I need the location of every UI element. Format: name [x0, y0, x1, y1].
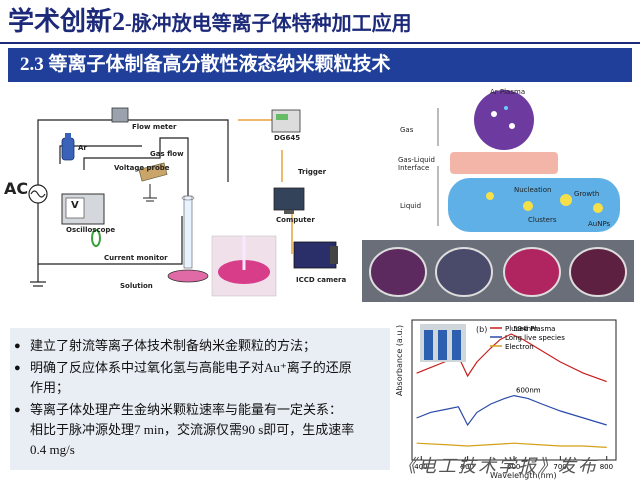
bullet-icon: ● — [14, 404, 21, 416]
x-tick-label: 500 — [461, 463, 474, 471]
panel-label: (b) — [476, 325, 487, 334]
peak-annotation: 600nm — [516, 387, 541, 395]
trigger-label: Trigger — [298, 168, 327, 176]
vial-icon — [452, 330, 461, 360]
legend-entry: Electron — [505, 343, 534, 351]
current-monitor-label: Current monitor — [104, 254, 168, 262]
bullet-icon: ● — [14, 362, 21, 374]
ar-plasma-label: Ar Plasma — [490, 88, 526, 96]
v-label: V — [71, 200, 79, 211]
bullet-text: 等离子体处理产生金纳米颗粒速率与能量有一定关系： — [30, 402, 343, 417]
ac-label: AC — [4, 179, 29, 198]
bullet-text: 作用； — [30, 380, 70, 395]
absorbance-chart: Absorbance (a.u.) Wavelength(nm) (b) 400… — [392, 312, 640, 480]
title-main: 学术创新2 — [8, 7, 126, 36]
bullet-icon: ● — [14, 340, 21, 352]
x-tick-label: 800 — [600, 463, 613, 471]
vial-icon — [424, 330, 433, 360]
computer-label: Computer — [276, 216, 315, 224]
flow-meter-label: Flow meter — [132, 123, 177, 131]
bullet-text: 0.4 mg/s — [30, 442, 75, 457]
solution-label: Solution — [120, 282, 153, 290]
x-tick-label: 700 — [553, 463, 566, 471]
peak-annotation: 594nm — [513, 325, 538, 333]
dg645-label: DG645 — [274, 134, 301, 142]
series-line-1 — [416, 394, 607, 427]
section-banner: 2.3 等离子体制备高分散性液态纳米颗粒技术 — [8, 48, 632, 82]
setup-diagram-svg — [28, 107, 338, 297]
oscilloscope-label: Oscilloscope — [66, 226, 116, 234]
title-sub: -脉冲放电等离子体特种加工应用 — [125, 13, 412, 35]
clusters-label: Clusters — [528, 216, 557, 224]
growth-label: Growth — [574, 190, 600, 198]
y-axis-label: Absorbance (a.u.) — [395, 325, 404, 396]
legend-entry: Long live species — [505, 334, 565, 342]
liquid-label: Liquid — [400, 202, 422, 210]
ar-label: Ar — [78, 144, 87, 152]
publisher-watermark: 《电工技术学报》发布 — [398, 456, 598, 476]
iccd-label: ICCD camera — [296, 276, 347, 284]
gas-flow-label: Gas flow — [150, 150, 184, 158]
gas-label: Gas — [400, 126, 414, 134]
mechanism-schematic-svg — [437, 90, 620, 232]
mechanism-schematic: Ar Plasma Gas Gas-Liquid Interface Liqui… — [398, 86, 638, 236]
voltage-probe-label: Voltage probe — [114, 164, 170, 172]
title-divider — [0, 42, 640, 44]
nucleation-label: Nucleation — [514, 186, 552, 194]
conclusions-box: ● 建立了射流等离子体技术制备纳米金颗粒的方法； ● 明确了反应体系中过氧化氢与… — [10, 328, 390, 470]
absorbance-chart-svg: Absorbance (a.u.) Wavelength(nm) (b) 400… — [395, 319, 617, 480]
aunps-label: AuNPs — [588, 220, 611, 228]
vial-icon — [438, 330, 447, 360]
sample-dishes-photo — [362, 240, 634, 302]
bullet-text: 建立了射流等离子体技术制备纳米金颗粒的方法； — [30, 338, 317, 353]
bullet-text: 相比于脉冲源处理7 min，交流源仅需90 s即可，生成速率 — [30, 422, 355, 437]
series-line-2 — [416, 442, 607, 448]
legend-entry: Plused Plasma — [505, 325, 555, 333]
setup-diagram: AC Flow meter Ar Gas flow DG645 Trigger … — [0, 86, 398, 314]
sample-dishes-svg — [362, 240, 634, 302]
interface-label: Gas-Liquid Interface — [398, 156, 435, 172]
x-axis-label: Wavelength(nm) — [490, 471, 557, 480]
x-tick-label: 400 — [414, 463, 427, 471]
x-tick-label: 600 — [507, 463, 520, 471]
page-title: 学术创新2-脉冲放电等离子体特种加工应用 — [8, 4, 412, 40]
bullet-text: 明确了反应体系中过氧化氢与高能电子对Au⁺离子的还原 — [30, 360, 352, 375]
